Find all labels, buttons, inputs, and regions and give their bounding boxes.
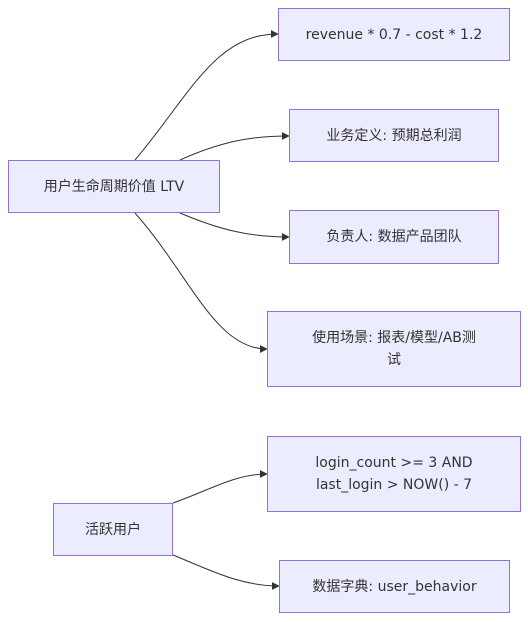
node-owner: 负责人: 数据产品团队	[289, 210, 499, 264]
node-dictionary: 数据字典: user_behavior	[279, 560, 510, 613]
node-formula-label: revenue * 0.7 - cost * 1.2	[305, 26, 483, 43]
node-rule: login_count >= 3 AND last_login > NOW() …	[267, 436, 521, 512]
node-ltv-label: 用户生命周期价值 LTV	[43, 178, 185, 195]
edge-active-rule	[172, 470, 268, 504]
edge-ltv-definition	[179, 132, 290, 161]
node-formula: revenue * 0.7 - cost * 1.2	[278, 8, 510, 61]
edge-ltv-owner	[179, 212, 290, 241]
node-definition-label: 业务定义: 预期总利润	[326, 127, 462, 144]
node-usage: 使用场景: 报表/模型/AB测 试	[267, 311, 521, 387]
node-active: 活跃用户	[53, 503, 173, 556]
node-ltv: 用户生命周期价值 LTV	[8, 160, 220, 213]
edge-ltv-usage	[134, 212, 268, 353]
node-definition: 业务定义: 预期总利润	[289, 109, 499, 162]
node-usage-line1: 使用场景: 报表/模型/AB测	[312, 330, 476, 346]
node-usage-line2: 试	[387, 352, 401, 368]
node-dictionary-label: 数据字典: user_behavior	[312, 578, 477, 595]
edge-ltv-formula	[134, 30, 279, 161]
edge-active-dictionary	[172, 554, 280, 590]
node-owner-label: 负责人: 数据产品团队	[326, 229, 462, 245]
node-rule-line2: last_login > NOW() - 7	[315, 477, 473, 493]
node-rule-line1: login_count >= 3 AND	[315, 455, 473, 471]
node-active-label: 活跃用户	[85, 521, 141, 538]
